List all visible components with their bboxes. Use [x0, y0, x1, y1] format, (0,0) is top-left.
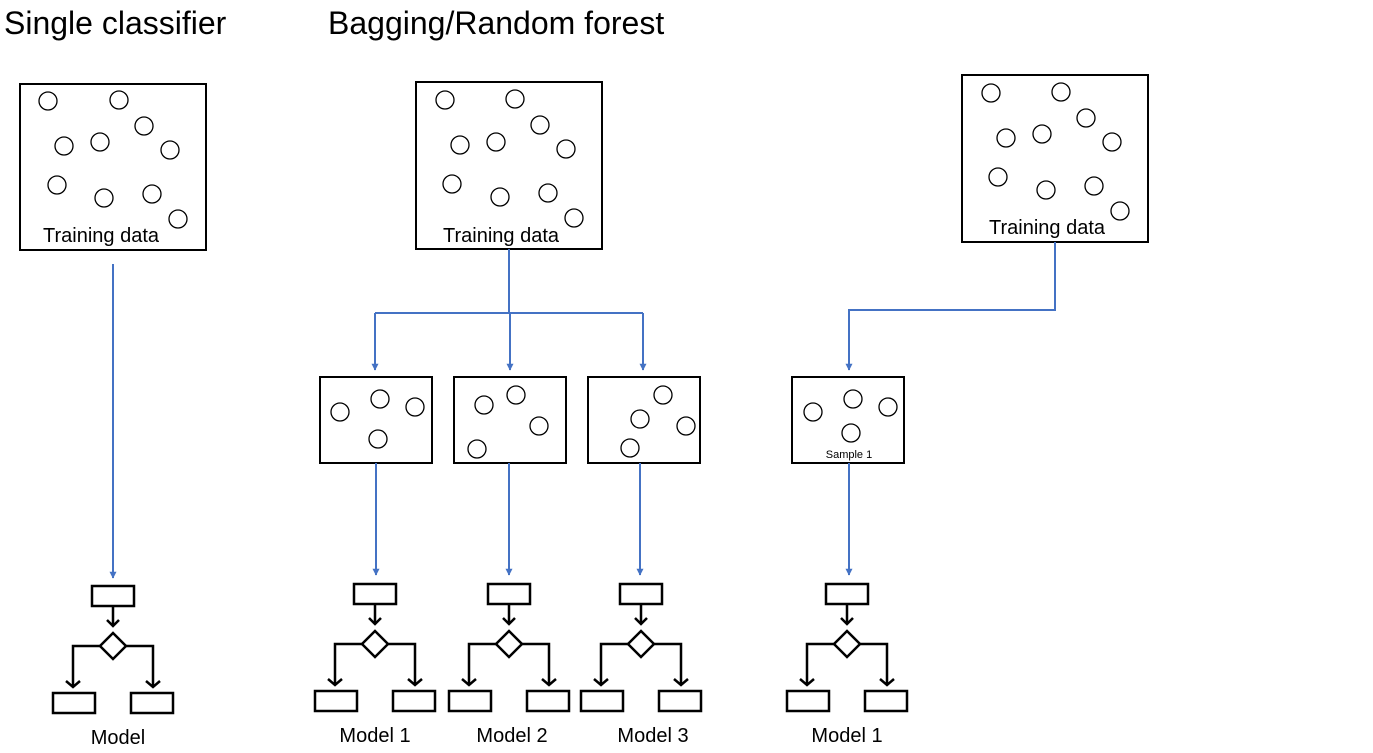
- decision-tree-icon: [447, 582, 571, 713]
- data-points: [38, 90, 188, 229]
- data-point: [538, 183, 558, 203]
- data-point: [442, 174, 462, 194]
- sample-panel: Training data Sample 1 Model 1: [785, 74, 1149, 747]
- data-point: [505, 89, 525, 109]
- data-point: [330, 402, 350, 422]
- model-label: Model 2: [476, 725, 547, 747]
- training-data-label: Training data: [443, 225, 560, 247]
- data-point: [370, 389, 390, 409]
- data-point: [134, 116, 154, 136]
- data-point: [878, 397, 898, 417]
- training-data-label: Training data: [43, 225, 160, 247]
- data-point: [38, 91, 58, 111]
- heading-bagging-random-forest: Bagging/Random forest: [328, 5, 664, 41]
- data-point: [1076, 108, 1096, 128]
- data-point: [988, 167, 1008, 187]
- sample-label: Sample 1: [826, 449, 872, 461]
- data-point: [1032, 124, 1052, 144]
- data-point: [530, 115, 550, 135]
- data-point: [405, 397, 425, 417]
- data-point: [1084, 176, 1104, 196]
- data-point: [843, 389, 863, 409]
- model-label: Model 3: [617, 725, 688, 747]
- data-point: [54, 136, 74, 156]
- data-point: [1102, 132, 1122, 152]
- data-point: [996, 128, 1016, 148]
- data-point: [564, 208, 584, 228]
- data-point: [620, 438, 640, 458]
- bagging-panel: Training data: [313, 81, 703, 747]
- data-points: [435, 89, 584, 228]
- data-point: [109, 90, 129, 110]
- model-label: Model 1: [811, 725, 882, 747]
- decision-tree-icon: [579, 582, 703, 713]
- data-point: [506, 385, 526, 405]
- data-point: [168, 209, 188, 229]
- data-point: [94, 188, 114, 208]
- data-point: [474, 395, 494, 415]
- data-point: [653, 385, 673, 405]
- training-data-label: Training data: [989, 217, 1106, 239]
- data-point: [467, 439, 487, 459]
- data-point: [47, 175, 67, 195]
- decision-tree-icon: [313, 582, 437, 713]
- data-point: [529, 416, 549, 436]
- data-point: [556, 139, 576, 159]
- decision-tree-icon: [785, 582, 909, 713]
- data-point: [142, 184, 162, 204]
- data-point: [803, 402, 823, 422]
- model-label: Model 1: [339, 725, 410, 747]
- data-point: [490, 187, 510, 207]
- single-classifier-panel: Training data Model: [19, 83, 207, 749]
- heading-single-classifier: Single classifier: [4, 5, 227, 41]
- data-point: [841, 423, 861, 443]
- data-point: [90, 132, 110, 152]
- data-point: [368, 429, 388, 449]
- data-point: [1036, 180, 1056, 200]
- data-point: [160, 140, 180, 160]
- model-label: Model: [91, 727, 145, 749]
- data-point: [1051, 82, 1071, 102]
- data-point: [981, 83, 1001, 103]
- data-point: [630, 409, 650, 429]
- data-point: [450, 135, 470, 155]
- data-point: [676, 416, 696, 436]
- data-point: [486, 132, 506, 152]
- data-points: [981, 82, 1130, 221]
- decision-tree-icon: [51, 584, 175, 715]
- data-point: [1110, 201, 1130, 221]
- data-point: [435, 90, 455, 110]
- connector-arrow: [845, 242, 1056, 371]
